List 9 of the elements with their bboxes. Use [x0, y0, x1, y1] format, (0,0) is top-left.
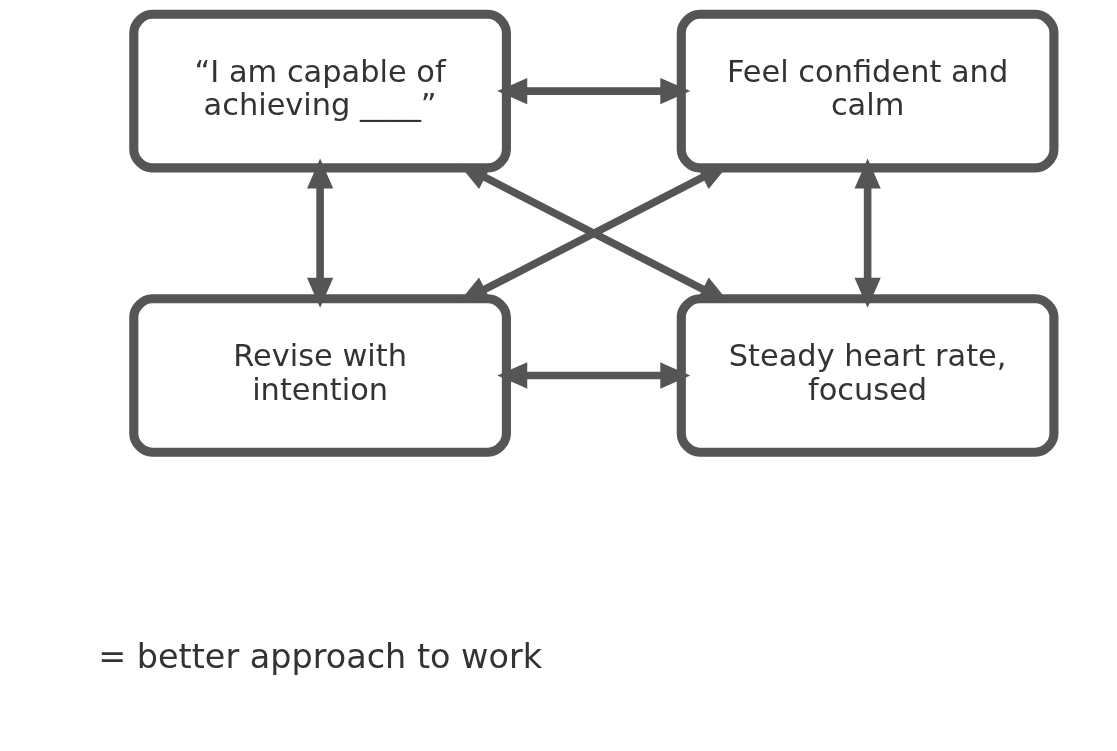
node-box: Steady heart rate, focused	[676, 294, 1059, 457]
arrow	[306, 158, 334, 308]
arrow	[497, 78, 691, 105]
node-box: “I am capable of achieving ____”	[129, 9, 511, 173]
arrow	[497, 362, 691, 389]
node-box: Feel confident and calm	[676, 9, 1059, 173]
label: = better approach to work	[98, 637, 543, 677]
arrow	[854, 158, 881, 308]
node-box: Revise with intention	[129, 294, 511, 457]
